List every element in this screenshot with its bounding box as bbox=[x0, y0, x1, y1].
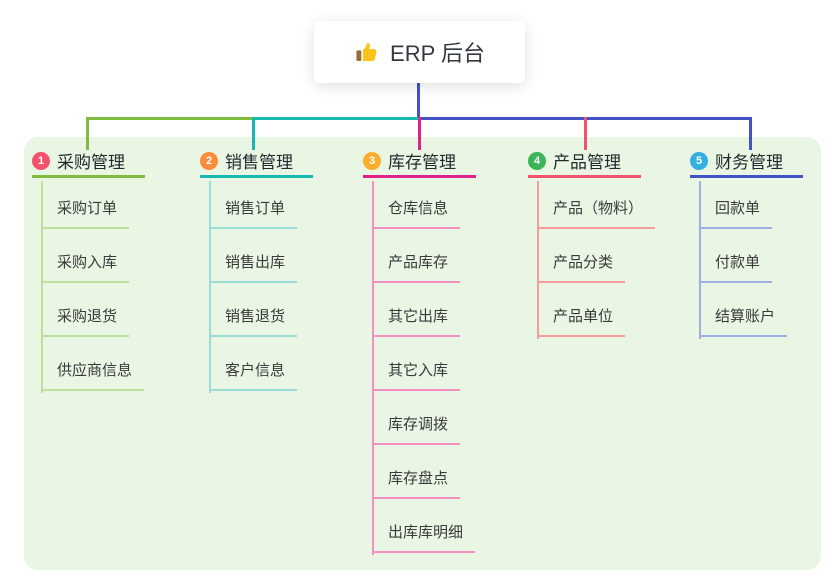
branch-header-产品管理[interactable]: 4 产品管理 bbox=[528, 146, 641, 178]
branch-label: 库存管理 bbox=[388, 153, 456, 172]
branch-header-销售管理[interactable]: 2 销售管理 bbox=[200, 146, 313, 178]
branch-label: 产品管理 bbox=[553, 153, 621, 172]
branch-child-spine bbox=[209, 181, 211, 393]
branch-number-badge: 4 bbox=[528, 151, 546, 170]
root-node[interactable]: ERP 后台 bbox=[314, 21, 525, 83]
branch-child-spine bbox=[372, 181, 374, 555]
child-node-产品分类[interactable]: 产品分类 bbox=[537, 253, 626, 283]
branch-number-badge: 1 bbox=[32, 151, 50, 170]
connector-branch-drop bbox=[252, 117, 255, 150]
child-node-销售退货[interactable]: 销售退货 bbox=[209, 307, 298, 337]
child-node-产品单位[interactable]: 产品单位 bbox=[537, 307, 626, 337]
child-node-付款单[interactable]: 付款单 bbox=[699, 253, 773, 283]
child-node-其它入库[interactable]: 其它入库 bbox=[372, 361, 461, 391]
child-node-库存盘点[interactable]: 库存盘点 bbox=[372, 469, 461, 499]
child-node-库存调拨[interactable]: 库存调拨 bbox=[372, 415, 461, 445]
branch-child-spine bbox=[41, 181, 43, 393]
child-node-采购入库[interactable]: 采购入库 bbox=[41, 253, 130, 283]
child-node-产品（物料）[interactable]: 产品（物料） bbox=[537, 199, 656, 229]
child-node-销售订单[interactable]: 销售订单 bbox=[209, 199, 298, 229]
connector-branch-drop bbox=[584, 117, 587, 150]
branch-label: 采购管理 bbox=[57, 153, 125, 172]
branch-header-采购管理[interactable]: 1 采购管理 bbox=[32, 146, 145, 178]
branch-header-库存管理[interactable]: 3 库存管理 bbox=[363, 146, 476, 178]
branch-child-spine bbox=[699, 181, 701, 339]
branch-child-spine bbox=[537, 181, 539, 339]
child-node-结算账户[interactable]: 结算账户 bbox=[699, 307, 788, 337]
connector-branch-drop bbox=[86, 117, 89, 150]
child-node-采购退货[interactable]: 采购退货 bbox=[41, 307, 130, 337]
child-node-销售出库[interactable]: 销售出库 bbox=[209, 253, 298, 283]
child-node-其它出库[interactable]: 其它出库 bbox=[372, 307, 461, 337]
connector-bus-left bbox=[86, 117, 255, 120]
child-node-出库库明细[interactable]: 出库库明细 bbox=[372, 523, 476, 553]
child-node-客户信息[interactable]: 客户信息 bbox=[209, 361, 298, 391]
connector-branch-drop bbox=[418, 117, 421, 150]
connector-root-line bbox=[417, 83, 420, 120]
child-node-采购订单[interactable]: 采购订单 bbox=[41, 199, 130, 229]
child-node-仓库信息[interactable]: 仓库信息 bbox=[372, 199, 461, 229]
connector-bus-mid bbox=[252, 117, 419, 120]
child-node-产品库存[interactable]: 产品库存 bbox=[372, 253, 461, 283]
branch-number-badge: 5 bbox=[690, 151, 708, 170]
thumbs-up-icon bbox=[354, 39, 380, 65]
branch-header-财务管理[interactable]: 5 财务管理 bbox=[690, 146, 803, 178]
branch-label: 销售管理 bbox=[225, 153, 293, 172]
connector-branch-drop bbox=[749, 117, 752, 150]
child-node-供应商信息[interactable]: 供应商信息 bbox=[41, 361, 145, 391]
branch-number-badge: 3 bbox=[363, 151, 381, 170]
child-node-回款单[interactable]: 回款单 bbox=[699, 199, 773, 229]
branch-label: 财务管理 bbox=[715, 153, 783, 172]
branch-number-badge: 2 bbox=[200, 151, 218, 170]
root-label: ERP 后台 bbox=[390, 41, 485, 66]
